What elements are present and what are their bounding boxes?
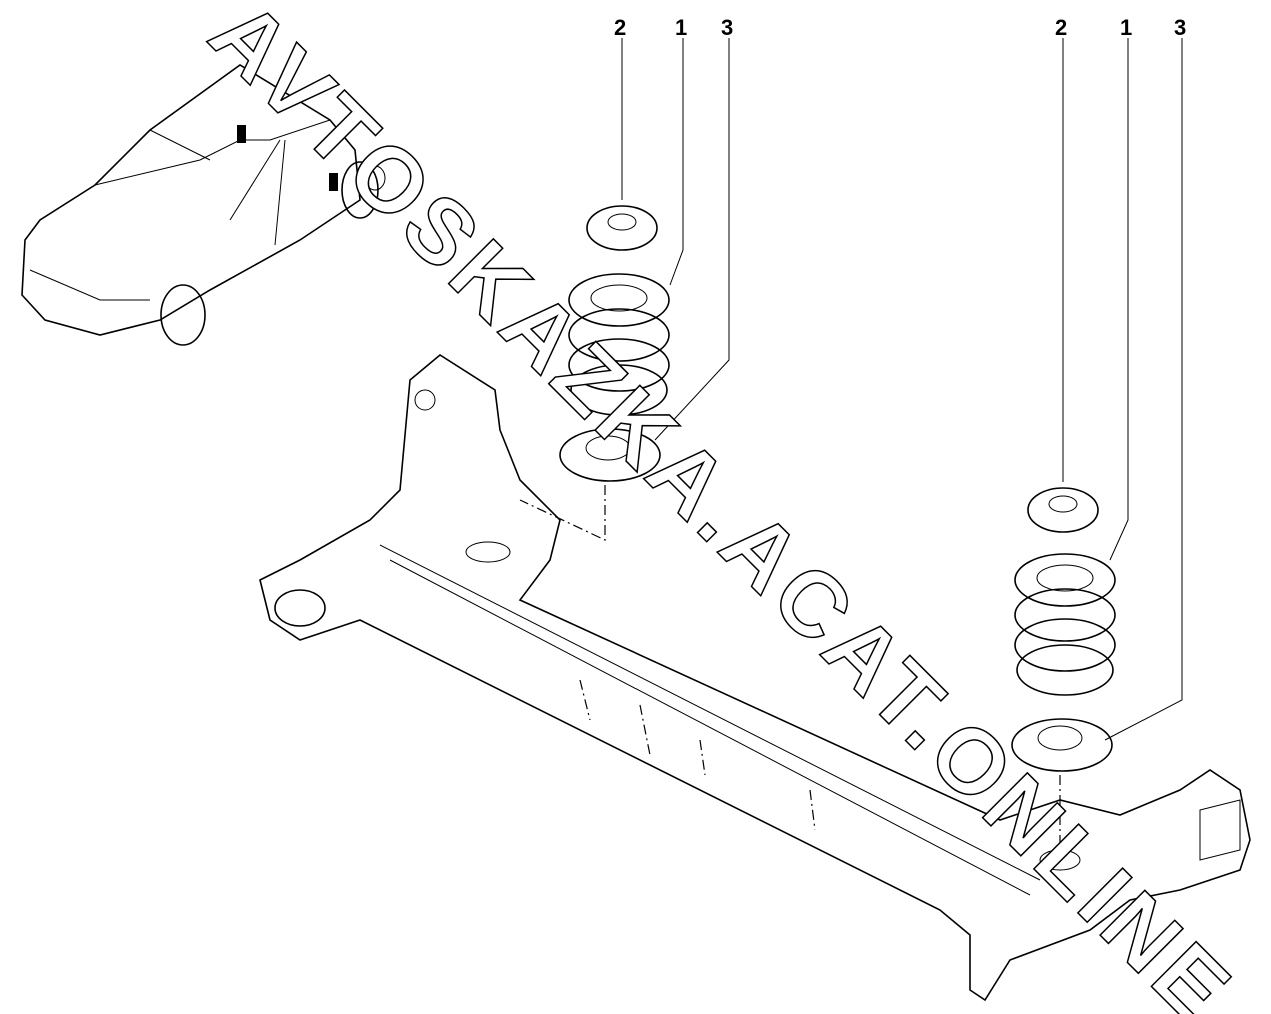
lower-spring-insulator-right bbox=[1011, 718, 1113, 772]
callout-1-left: 1 bbox=[675, 15, 687, 40]
callout-1-right: 1 bbox=[1120, 15, 1132, 40]
coil-spring-right bbox=[1014, 553, 1116, 696]
rear-axle-beam bbox=[259, 354, 1251, 1002]
left-spring-assembly: 2 1 3 bbox=[519, 15, 733, 541]
spring-location-marker bbox=[329, 173, 338, 191]
callout-3-left: 3 bbox=[721, 15, 733, 40]
coil-spring-left bbox=[568, 273, 670, 416]
spring-location-marker bbox=[237, 125, 246, 143]
car-overview-illustration bbox=[21, 64, 386, 346]
upper-spring-insulator-right bbox=[1027, 487, 1099, 533]
upper-spring-insulator-left bbox=[586, 205, 658, 251]
callout-3-right: 3 bbox=[1174, 15, 1186, 40]
right-spring-assembly: 2 1 3 bbox=[1011, 15, 1186, 850]
callout-2-right: 2 bbox=[1055, 15, 1067, 40]
callout-2-left: 2 bbox=[614, 15, 626, 40]
lower-spring-insulator-left bbox=[559, 428, 661, 482]
watermark: AVTOSKAZKA.ACAT.ONLINE bbox=[191, 0, 1253, 1014]
